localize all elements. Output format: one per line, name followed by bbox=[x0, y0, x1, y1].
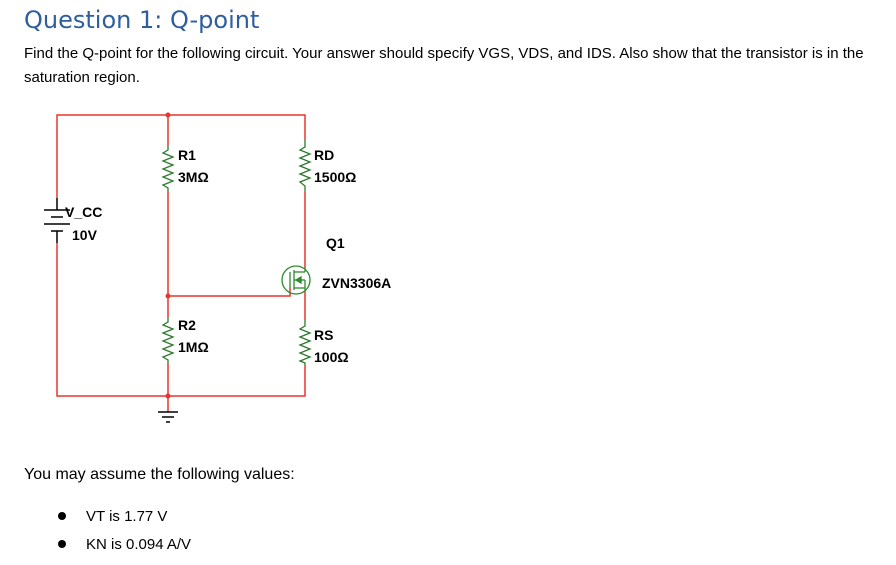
node-top bbox=[165, 112, 171, 118]
mosfet-q1-symbol bbox=[281, 265, 311, 295]
question-description: Find the Q-point for the following circu… bbox=[24, 45, 864, 86]
resistor-r1-symbol bbox=[161, 145, 175, 192]
assumption-item: VT is 1.77 V bbox=[58, 507, 191, 535]
node-bottom bbox=[165, 393, 171, 399]
wire-bottom bbox=[56, 243, 306, 397]
wire-gate bbox=[168, 287, 291, 297]
question-title: Question 1: Q-point bbox=[24, 6, 260, 34]
node-gate bbox=[165, 293, 171, 299]
assumption-text: KN is 0.094 A/V bbox=[86, 536, 192, 553]
circuit-nodes bbox=[165, 112, 171, 399]
bullet-icon bbox=[58, 540, 66, 548]
ground-symbol bbox=[158, 411, 178, 423]
bullet-icon bbox=[58, 512, 66, 520]
rd-value-label: 1500Ω bbox=[314, 169, 356, 185]
rs-value-label: 100Ω bbox=[314, 349, 349, 365]
circuit-schematic: V_CC 10V R1 3MΩ RD 1500Ω Q1 ZVN3306A R2 … bbox=[44, 112, 391, 423]
r1-value-label: 3MΩ bbox=[178, 169, 209, 185]
rs-name-label: RS bbox=[314, 327, 333, 343]
vcc-name-label: V_CC bbox=[65, 204, 102, 220]
assumptions-list: VT is 1.77 V KN is 0.094 A/V bbox=[58, 507, 191, 563]
assumption-item: KN is 0.094 A/V bbox=[58, 535, 191, 563]
r1-name-label: R1 bbox=[178, 147, 196, 163]
r2-name-label: R2 bbox=[178, 317, 196, 333]
resistor-rd-symbol bbox=[298, 140, 312, 192]
battery-vcc-symbol bbox=[44, 198, 70, 243]
label-vcc: V_CC 10V bbox=[65, 204, 102, 243]
wire-top-left bbox=[56, 114, 306, 198]
circuit-wires bbox=[56, 114, 306, 412]
q1-name-label: Q1 bbox=[326, 235, 345, 251]
q1-part-label: ZVN3306A bbox=[322, 275, 391, 291]
assumptions-intro: You may assume the following values: bbox=[24, 466, 295, 483]
vcc-value-label: 10V bbox=[72, 227, 98, 243]
resistor-rs-symbol bbox=[298, 320, 312, 365]
assumption-text: VT is 1.77 V bbox=[86, 508, 168, 525]
rd-name-label: RD bbox=[314, 147, 334, 163]
resistor-r2-symbol bbox=[161, 317, 175, 363]
r2-value-label: 1MΩ bbox=[178, 339, 209, 355]
